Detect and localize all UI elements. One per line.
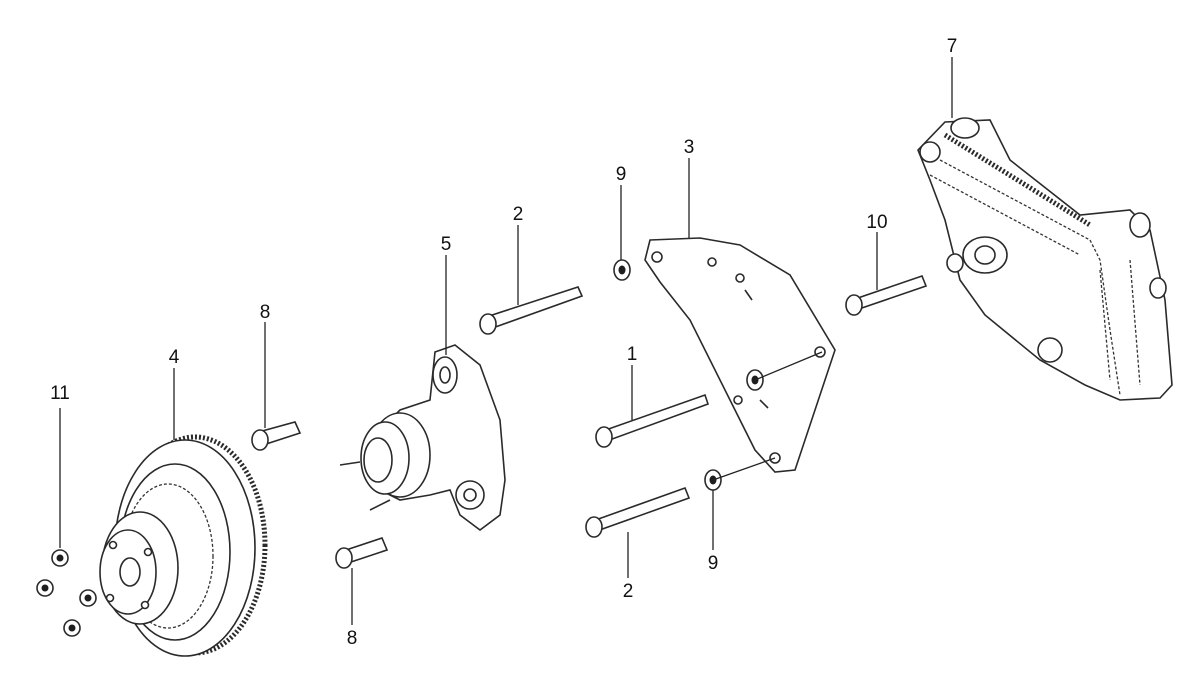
part-label-3: 3 <box>684 137 695 158</box>
part-label-11: 11 <box>50 383 70 404</box>
part-label-5: 5 <box>441 234 452 255</box>
pump-housing-part <box>339 344 506 531</box>
part-label-9-lower: 9 <box>708 553 719 574</box>
engine-cover-part <box>917 117 1173 401</box>
bolt-10 <box>845 274 928 316</box>
bolt-2-lower <box>585 486 691 538</box>
part-labels: 1 2 2 3 4 5 7 8 8 9 9 10 11 <box>50 36 957 649</box>
part-label-8-upper: 8 <box>260 302 271 323</box>
part-label-9-upper: 9 <box>616 164 627 185</box>
bolt-1 <box>595 393 710 448</box>
bolt-2-upper <box>479 286 584 335</box>
part-label-1: 1 <box>627 344 638 365</box>
bracket-part <box>644 237 836 473</box>
part-label-10: 10 <box>866 212 887 233</box>
nuts-part <box>36 549 97 637</box>
part-label-2-lower: 2 <box>623 581 634 602</box>
pulley-part <box>99 434 268 657</box>
washer-9-upper <box>613 259 631 281</box>
part-label-2-upper: 2 <box>513 204 524 225</box>
leader-lines <box>59 57 953 625</box>
part-label-4: 4 <box>169 347 180 368</box>
bolt-8-upper <box>251 421 302 451</box>
bolt-8-lower <box>335 537 389 569</box>
part-label-8-lower: 8 <box>347 628 358 649</box>
part-label-7: 7 <box>947 36 958 57</box>
